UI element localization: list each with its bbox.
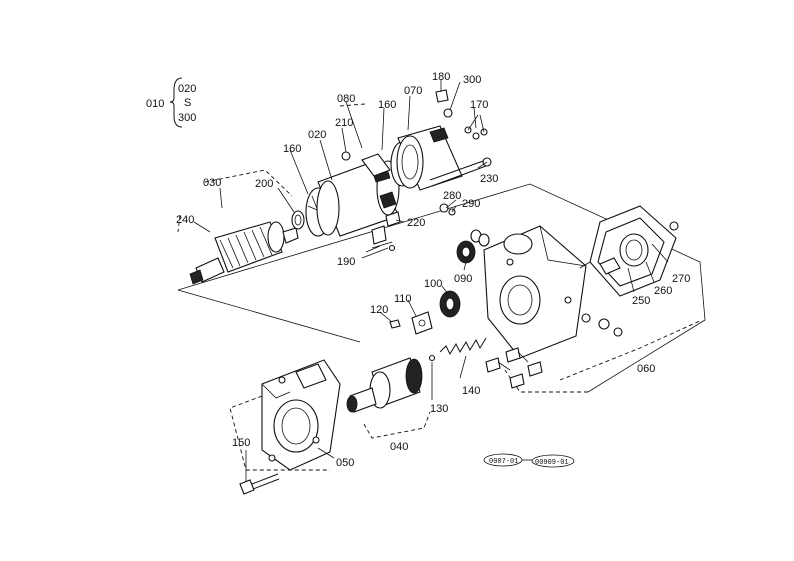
callout-250: 250 [632, 295, 650, 307]
stamp-right-oval [531, 454, 575, 468]
callout-030: 030 [203, 177, 221, 189]
callout-160-left: 160 [283, 143, 301, 155]
gear-100 [439, 290, 461, 318]
group-to-number: 300 [178, 112, 196, 124]
front-housing [261, 359, 341, 471]
callout-050: 050 [336, 457, 354, 469]
ball-130 [428, 354, 436, 362]
bolt-150 [239, 473, 280, 495]
armature-shaft-rear [282, 227, 299, 244]
callout-070: 070 [404, 85, 422, 97]
callout-260: 260 [654, 285, 672, 297]
screw-210 [341, 151, 351, 161]
assembly-frame-lower [177, 289, 361, 343]
group-separator: S [184, 97, 191, 109]
brush-set [485, 347, 543, 389]
callout-labels: 180 300 080 070 160 170 210 020 160 030 … [176, 71, 690, 469]
callout-200: 200 [255, 178, 273, 190]
screw-270 [669, 221, 679, 231]
callout-060: 060 [637, 363, 655, 375]
callout-220: 220 [407, 217, 425, 229]
magnetic-switch [589, 205, 679, 297]
callout-230: 230 [480, 173, 498, 185]
screw-190 [388, 244, 396, 252]
callout-180: 180 [432, 71, 450, 83]
armature-commutator [267, 221, 285, 253]
nut-300 [443, 108, 453, 118]
reference-stamps: 0007-01 00909-01 [483, 453, 575, 468]
armature-side-bracket [177, 214, 181, 233]
callout-110: 110 [394, 293, 412, 305]
assembly-frame-dashed-right [559, 319, 703, 381]
callout-190: 190 [337, 256, 355, 268]
callout-290: 290 [462, 198, 480, 210]
assembly-frame-upper [177, 183, 706, 393]
bearing-200 [291, 210, 305, 230]
callout-210: 210 [335, 117, 353, 129]
group-brace [169, 77, 183, 128]
callout-270: 270 [672, 273, 690, 285]
seal-280 [439, 203, 449, 213]
idler-gear-090 [456, 240, 476, 264]
group-from-number: 020 [178, 83, 196, 95]
callout-240: 240 [176, 214, 194, 226]
armature-core [214, 221, 283, 273]
brush-220 [385, 211, 401, 227]
screws-170 [464, 114, 488, 140]
group-main-number: 010 [146, 98, 164, 110]
leader-lines [193, 80, 669, 482]
callout-040: 040 [390, 441, 408, 453]
armature-assembly-bracket [204, 169, 293, 197]
assembly-frame-dashed-bottom [504, 369, 588, 393]
overrunning-clutch [346, 357, 423, 413]
callout-170: 170 [470, 99, 488, 111]
brush-spring [371, 225, 387, 245]
callout-130: 130 [430, 403, 448, 415]
spring-140 [428, 337, 487, 362]
callout-300: 300 [463, 74, 481, 86]
field-coil [361, 153, 391, 177]
callout-120: 120 [370, 304, 388, 316]
gear-housing [483, 225, 587, 359]
rear-cover [396, 125, 463, 191]
callout-020: 020 [308, 129, 326, 141]
stamp-left-text: 0007-01 [489, 458, 518, 466]
callout-100: 100 [424, 278, 442, 290]
pin-120 [389, 319, 401, 329]
callout-140: 140 [462, 385, 480, 397]
assembly-group-reference: 010 020 S 300 [146, 77, 196, 128]
retainer-110 [411, 311, 433, 335]
callout-160-upper: 160 [378, 99, 396, 111]
armature [189, 221, 299, 285]
stamp-right-text: 00909-01 [535, 459, 569, 467]
callout-150: 150 [232, 437, 250, 449]
front-housing-dashed [229, 395, 330, 471]
callout-080: 080 [337, 93, 355, 105]
cap-180 [435, 89, 449, 103]
callout-280: 280 [443, 190, 461, 202]
armature-spline [189, 269, 204, 285]
callout-090: 090 [454, 273, 472, 285]
clutch-bracket [363, 411, 431, 439]
